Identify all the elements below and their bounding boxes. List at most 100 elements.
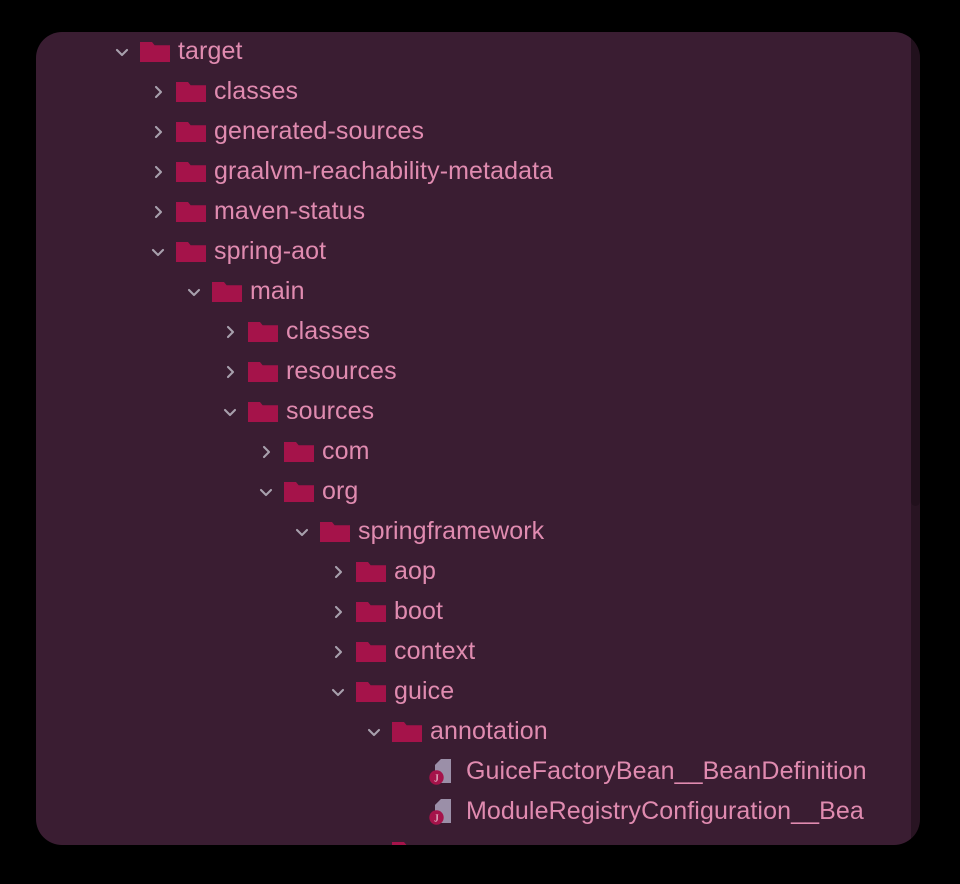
tree-row[interactable]: target <box>36 32 920 72</box>
folder-icon <box>284 479 314 505</box>
folder-icon <box>284 439 314 465</box>
tree-row[interactable]: main <box>36 272 920 312</box>
chevron-right-icon[interactable] <box>252 438 280 466</box>
tree-row[interactable]: classes <box>36 72 920 112</box>
tree-row[interactable]: annotation <box>36 712 920 752</box>
tree-row-indent <box>36 772 396 773</box>
tree-row-label: graalvm-reachability-metadata <box>214 156 554 185</box>
project-file-tree-panel: target classes generated-sources graalvm-re… <box>36 32 920 845</box>
svg-text:J: J <box>434 772 439 784</box>
folder-icon <box>176 79 206 105</box>
chevron-down-icon[interactable] <box>108 38 136 66</box>
chevron-right-icon[interactable] <box>144 158 172 186</box>
tree-row[interactable]: generated-sources <box>36 112 920 152</box>
tree-row-indent <box>36 452 252 453</box>
tree-row[interactable]: resources <box>36 352 920 392</box>
tree-row-label: classes <box>214 76 299 105</box>
tree-row[interactable]: J GuiceFactoryBean__BeanDefinition <box>36 752 920 792</box>
tree-row[interactable]: org <box>36 472 920 512</box>
java-file-icon: J <box>428 759 458 785</box>
chevron-down-icon[interactable] <box>288 518 316 546</box>
tree-row[interactable]: context <box>36 632 920 672</box>
tree-row-label: maven-status <box>214 196 366 225</box>
chevron-down-icon[interactable] <box>360 718 388 746</box>
folder-icon <box>176 239 206 265</box>
folder-icon <box>176 159 206 185</box>
folder-icon <box>176 199 206 225</box>
tree-row-spacer <box>396 798 424 826</box>
java-file-icon: J <box>428 799 458 825</box>
folder-icon <box>320 519 350 545</box>
tree-row[interactable]: springframework <box>36 512 920 552</box>
folder-icon <box>356 559 386 585</box>
tree-row-indent <box>36 132 144 133</box>
tree-row-label: ModuleRegistryConfiguration__Bea <box>466 796 864 825</box>
tree-row[interactable]: graalvm-reachability-metadata <box>36 152 920 192</box>
tree-row-label: generated-sources <box>214 116 425 145</box>
chevron-right-icon[interactable] <box>324 598 352 626</box>
tree-row-indent <box>36 172 144 173</box>
tree-row-label: spring-aot <box>214 236 327 265</box>
chevron-down-icon[interactable] <box>144 238 172 266</box>
tree-row-indent <box>36 732 360 733</box>
chevron-right-icon[interactable] <box>144 198 172 226</box>
folder-icon <box>356 679 386 705</box>
tree-row-list: target classes generated-sources graalvm-re… <box>36 32 920 845</box>
tree-row[interactable]: aop <box>36 552 920 592</box>
chevron-down-icon[interactable] <box>324 678 352 706</box>
folder-icon <box>248 399 278 425</box>
tree-row-indent <box>36 92 144 93</box>
tree-row-indent <box>36 372 216 373</box>
chevron-right-icon[interactable] <box>144 118 172 146</box>
tree-row-indent <box>36 652 324 653</box>
tree-row-indent <box>36 812 396 813</box>
chevron-down-icon[interactable] <box>360 838 388 845</box>
tree-row-label: springframework <box>358 516 545 545</box>
tree-row-label: annotation <box>430 716 548 745</box>
tree-row[interactable] <box>36 832 920 845</box>
tree-row-indent <box>36 332 216 333</box>
tree-row-label: context <box>394 636 476 665</box>
chevron-down-icon[interactable] <box>180 278 208 306</box>
tree-row-spacer <box>396 758 424 786</box>
tree-row[interactable]: spring-aot <box>36 232 920 272</box>
tree-row[interactable]: sources <box>36 392 920 432</box>
tree-row-label: com <box>322 436 370 465</box>
tree-row[interactable]: boot <box>36 592 920 632</box>
chevron-right-icon[interactable] <box>216 318 244 346</box>
folder-icon <box>392 719 422 745</box>
tree-scroll-viewport[interactable]: target classes generated-sources graalvm-re… <box>36 32 920 845</box>
tree-row-indent <box>36 212 144 213</box>
tree-row-indent <box>36 292 180 293</box>
vertical-scrollbar-track[interactable] <box>911 32 920 845</box>
tree-row[interactable]: maven-status <box>36 192 920 232</box>
chevron-down-icon[interactable] <box>252 478 280 506</box>
folder-icon <box>356 599 386 625</box>
chevron-down-icon[interactable] <box>216 398 244 426</box>
tree-row-indent <box>36 532 288 533</box>
tree-row-label: resources <box>286 356 397 385</box>
folder-icon <box>176 119 206 145</box>
tree-row-label: main <box>250 276 305 305</box>
folder-icon <box>248 359 278 385</box>
tree-row-indent <box>36 492 252 493</box>
chevron-right-icon[interactable] <box>216 358 244 386</box>
chevron-right-icon[interactable] <box>144 78 172 106</box>
tree-row[interactable]: J ModuleRegistryConfiguration__Bea <box>36 792 920 832</box>
tree-row-label: sources <box>286 396 375 425</box>
tree-row-label: target <box>178 36 243 65</box>
tree-row[interactable]: com <box>36 432 920 472</box>
vertical-scrollbar-thumb[interactable] <box>911 36 920 506</box>
tree-row[interactable]: classes <box>36 312 920 352</box>
tree-row-indent <box>36 412 216 413</box>
tree-row[interactable]: guice <box>36 672 920 712</box>
tree-row-label: aop <box>394 556 437 585</box>
tree-row-label: GuiceFactoryBean__BeanDefinition <box>466 756 867 785</box>
folder-icon <box>356 639 386 665</box>
tree-row-indent <box>36 612 324 613</box>
folder-icon <box>140 39 170 65</box>
chevron-right-icon[interactable] <box>324 638 352 666</box>
chevron-right-icon[interactable] <box>324 558 352 586</box>
tree-row-indent <box>36 52 108 53</box>
